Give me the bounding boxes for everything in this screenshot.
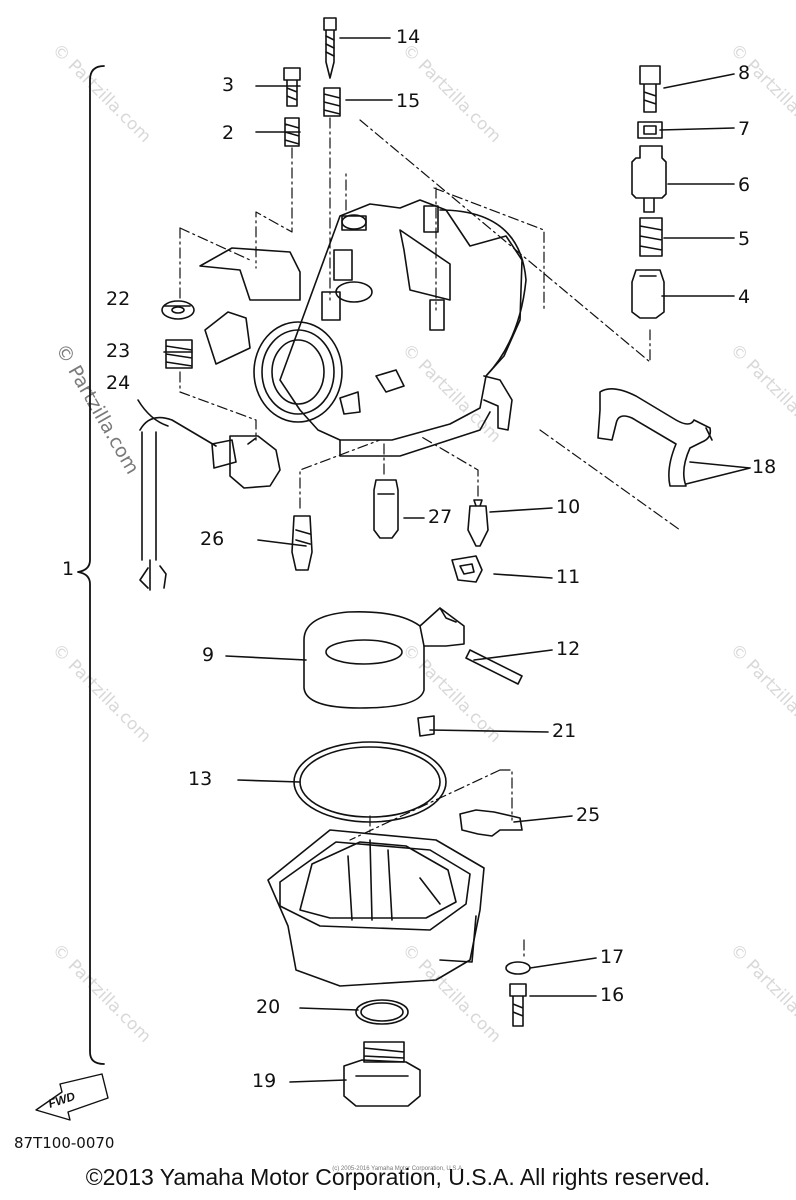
callout-17: 17	[600, 946, 625, 968]
callout-4: 4	[738, 286, 751, 308]
footer-small-copyright: (c) 2005-2016 Yamaha Motor Corporation, …	[332, 1166, 464, 1172]
callout-21: 21	[552, 720, 577, 742]
callout-7: 7	[738, 118, 751, 140]
callout-24: 24	[106, 372, 131, 394]
callout-25: 25	[576, 804, 601, 826]
callout-26: 26	[200, 528, 225, 550]
footer-copyright: ©2013 Yamaha Motor Corporation, U.S.A. A…	[85, 1164, 711, 1190]
callout-3: 3	[222, 74, 235, 96]
callout-13: 13	[188, 768, 213, 790]
callout-12: 12	[556, 638, 581, 660]
callout-8: 8	[738, 62, 751, 84]
callout-11: 11	[556, 566, 581, 588]
callout-23: 23	[106, 340, 131, 362]
callout-16: 16	[600, 984, 625, 1006]
callout-20: 20	[256, 996, 281, 1018]
callout-9: 9	[202, 644, 215, 666]
callout-19: 19	[252, 1070, 277, 1092]
callout-5: 5	[738, 228, 751, 250]
callout-6: 6	[738, 174, 751, 196]
callout-10: 10	[556, 496, 581, 518]
callout-18: 18	[752, 456, 777, 478]
assembly-label: 1	[62, 558, 75, 580]
callout-22: 22	[106, 288, 131, 310]
diagram-code: 87T100-0070	[14, 1134, 115, 1152]
callout-14: 14	[396, 26, 421, 48]
callout-15: 15	[396, 90, 421, 112]
callout-27: 27	[428, 506, 453, 528]
callout-2: 2	[222, 122, 235, 144]
